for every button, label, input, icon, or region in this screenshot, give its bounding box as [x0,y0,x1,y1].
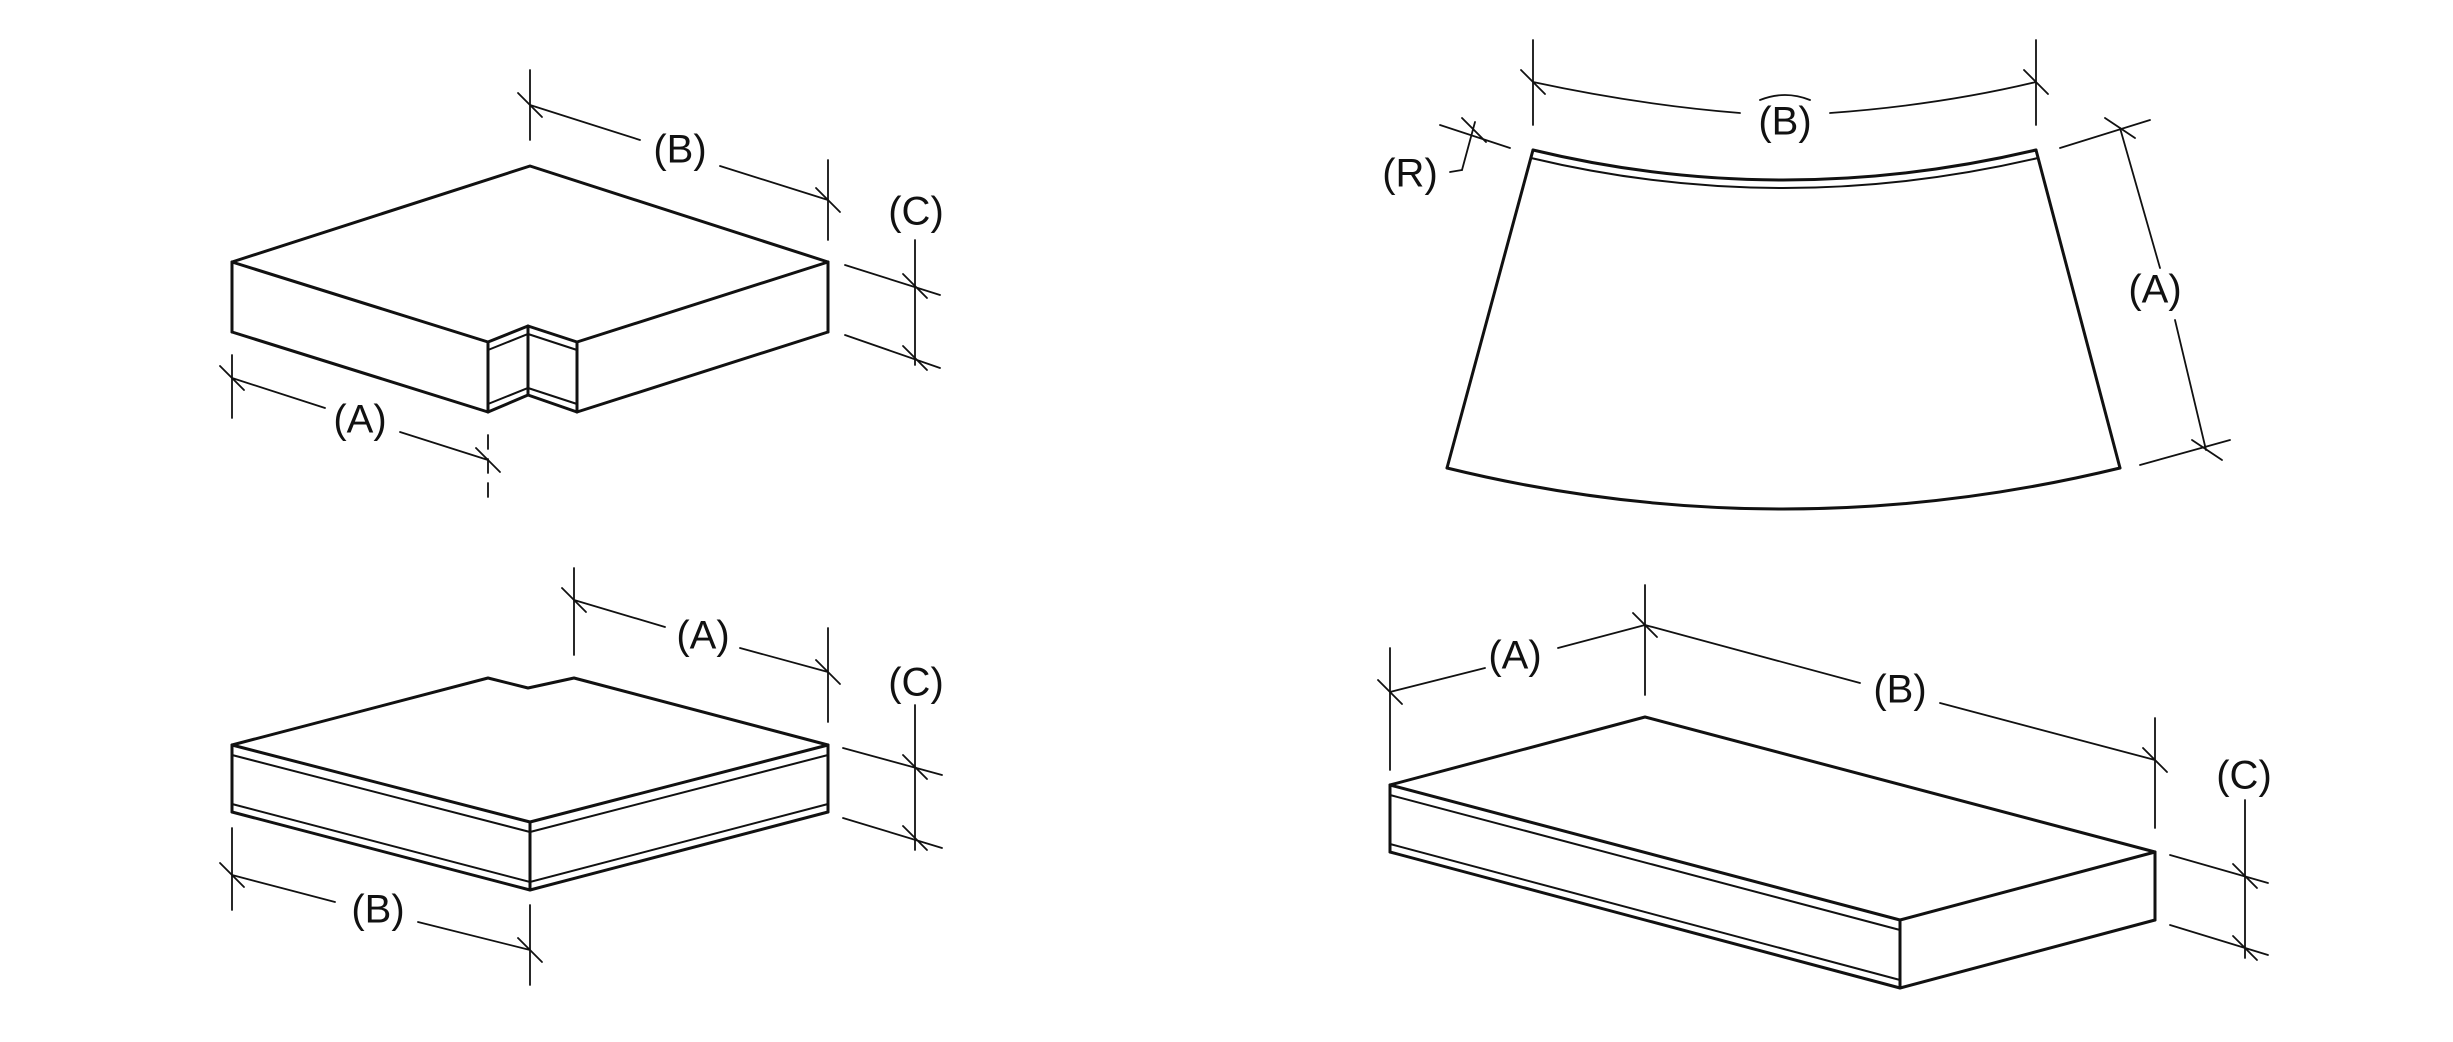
label-a: (A) [1488,634,1541,678]
dimension-a [2059,117,2231,466]
label-b: (B) [653,128,706,172]
dimension-a [561,567,841,723]
label-b: (B) [351,888,404,932]
label-b: (B) [1758,100,1811,144]
rectangular-slab: (A) (B) (C) [1377,584,2272,990]
dimension-c [2169,799,2269,961]
label-c: (C) [888,190,944,234]
dimension-b [219,827,543,986]
mitred-corner-slab: (A) (C) (B) [219,567,944,986]
dimension-r [1439,117,1511,173]
label-c: (C) [2216,754,2272,798]
label-a: (A) [676,614,729,658]
dimension-b [517,69,841,241]
radius-slab: (B) (R) (A) [1382,39,2231,511]
dimension-b [1644,624,2168,829]
dimension-c [842,704,943,851]
dimension-a [219,354,501,501]
notched-corner-slab: (A) (B) (C) [219,69,944,501]
label-r: (R) [1382,152,1438,196]
label-a: (A) [2128,268,2181,312]
dimension-a [1377,584,1658,771]
label-b: (B) [1873,668,1926,712]
label-a: (A) [333,398,386,442]
dimension-b [1520,39,2049,126]
label-c: (C) [888,661,944,705]
dimension-c [844,239,941,371]
